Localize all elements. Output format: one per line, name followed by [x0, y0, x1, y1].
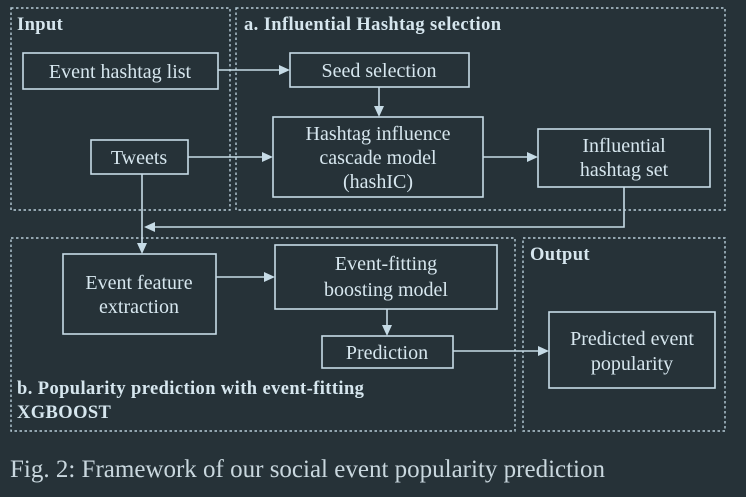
framework-diagram: Input a. Influential Hashtag selection b…: [10, 7, 726, 432]
figure-caption: Fig. 2: Framework of our social event po…: [10, 456, 606, 483]
label-influential-line2: hashtag set: [580, 159, 669, 181]
region-title-output: Output: [530, 245, 590, 265]
arrowhead: [264, 272, 275, 282]
region-title-prediction-line1: b. Popularity prediction with event-fitt…: [17, 379, 365, 399]
label-tweets: Tweets: [111, 147, 168, 169]
arrowhead: [538, 346, 549, 356]
arrowhead: [137, 243, 147, 254]
region-influential-hashtag-selection: [235, 7, 726, 211]
label-feature-line1: Event feature: [85, 272, 192, 294]
label-hashic-line3: (hashIC): [343, 171, 413, 193]
label-event-hashtag-list: Event hashtag list: [49, 61, 192, 83]
arrowhead: [527, 152, 538, 162]
region-output: [522, 237, 726, 432]
label-prediction: Prediction: [346, 342, 428, 364]
region-title-selection: a. Influential Hashtag selection: [244, 15, 502, 35]
node-prediction: [321, 335, 454, 369]
label-seed-selection: Seed selection: [322, 60, 437, 82]
region-popularity-prediction: [10, 237, 516, 432]
node-event-feature-extraction: [62, 253, 217, 335]
node-predicted-event-popularity: [548, 311, 716, 389]
arrowhead: [279, 65, 290, 75]
region-title-input: Input: [17, 15, 64, 35]
label-hashic-line2: cascade model: [319, 147, 437, 169]
label-boosting-line2: boosting model: [324, 279, 448, 301]
arrowhead: [144, 222, 155, 232]
label-popularity-line1: Predicted event: [570, 328, 694, 350]
arrowhead: [374, 106, 384, 117]
label-boosting-line1: Event-fitting: [335, 253, 437, 275]
arrowhead: [262, 152, 273, 162]
edge-influential-set-to-feature-extraction: [153, 187, 625, 228]
region-title-prediction-line2: XGBOOST: [17, 403, 112, 423]
label-feature-line2: extraction: [99, 296, 179, 318]
region-input: [10, 7, 231, 211]
arrowhead: [382, 325, 392, 336]
label-hashic-line1: Hashtag influence: [306, 123, 451, 145]
node-event-hashtag-list: [22, 52, 219, 90]
label-popularity-line2: popularity: [591, 353, 673, 375]
label-influential-line1: Influential: [582, 135, 666, 157]
